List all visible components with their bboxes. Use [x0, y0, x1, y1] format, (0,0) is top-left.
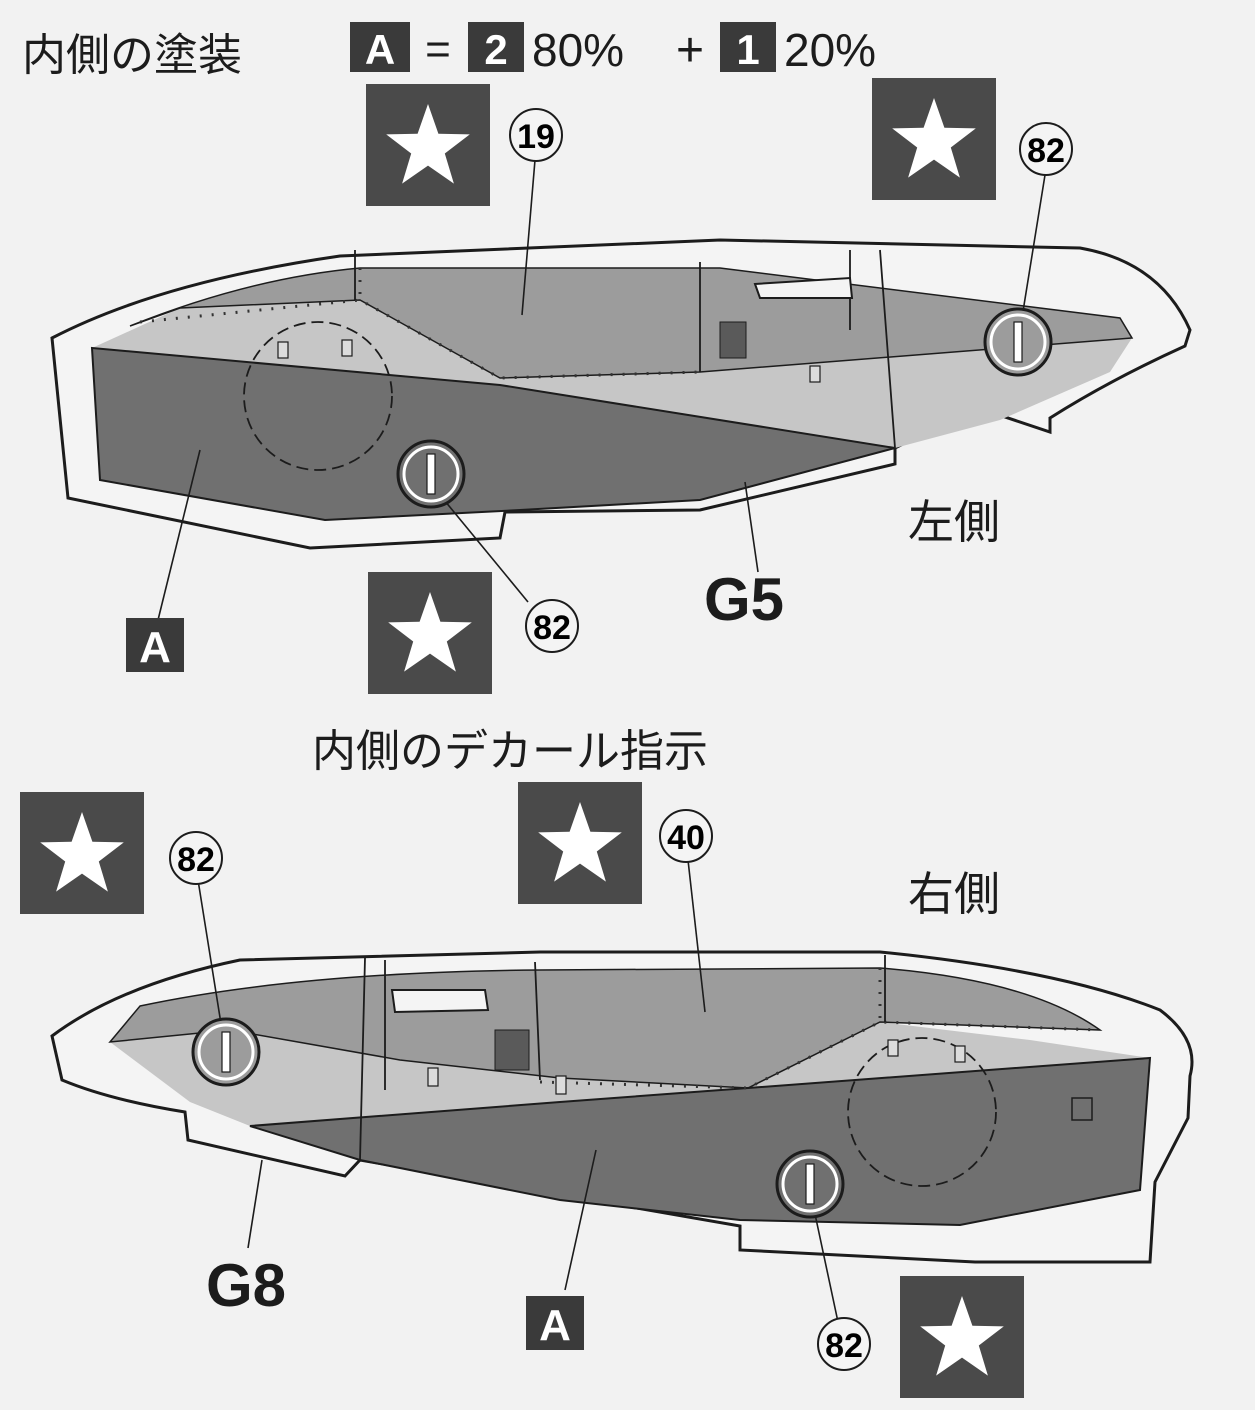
leader-line — [439, 494, 529, 603]
svg-text:19: 19 — [517, 118, 555, 156]
left-roundel-upper — [983, 307, 1053, 377]
svg-text:82: 82 — [533, 609, 571, 647]
component-1-percent: 80% — [532, 24, 624, 76]
part-label-g8: G8 — [206, 1252, 286, 1319]
svg-text:40: 40 — [667, 819, 705, 857]
right-frame-lines — [359, 955, 886, 1161]
instrument-dial-icon — [243, 321, 393, 471]
left-rivet-line — [139, 298, 701, 380]
decal-number-callout: 40 — [659, 809, 713, 863]
part-label-g5: G5 — [704, 566, 784, 633]
decal-star-box — [20, 792, 144, 914]
fitting — [887, 1039, 899, 1057]
decal-star-box — [518, 782, 642, 904]
decal-star-box — [366, 84, 490, 206]
equals-sign: = — [425, 25, 451, 74]
svg-text:82: 82 — [1027, 132, 1065, 170]
component-2-box — [720, 22, 776, 72]
component-1-box — [468, 22, 524, 72]
leader-line — [521, 159, 536, 316]
decal-section-title: 内側のデカール指示 — [312, 726, 708, 777]
decal-number-callout: 82 — [1019, 122, 1073, 176]
paint-formula: A = 2 80% + 1 20% — [350, 22, 876, 77]
leader-line — [687, 859, 706, 1013]
left-roundel-lower — [396, 439, 466, 509]
right-roundel-lower — [775, 1149, 845, 1219]
decal-number-callout: 19 — [509, 108, 563, 162]
instrument-dial-icon — [847, 1037, 997, 1187]
component-2-percent: 20% — [784, 24, 876, 76]
fitting — [427, 1067, 439, 1087]
decal-star-box — [872, 78, 996, 200]
fitting — [341, 339, 353, 357]
leader-line — [157, 449, 201, 621]
leader-line — [811, 1199, 839, 1323]
decal-star-box — [900, 1276, 1024, 1398]
left-frame-lines — [354, 249, 896, 449]
leader-line — [1019, 174, 1046, 331]
left-grille — [719, 321, 747, 359]
decal-star-box — [368, 572, 492, 694]
decal-number-callout: 82 — [817, 1317, 871, 1371]
paint-section-title: 内側の塗装 — [22, 30, 242, 81]
fitting — [1071, 1097, 1093, 1121]
svg-text:A: A — [539, 1301, 571, 1350]
decal-number-callout: 82 — [525, 599, 579, 653]
right-panel — [50, 859, 1194, 1323]
right-grille — [494, 1029, 530, 1071]
svg-text:A: A — [139, 623, 171, 672]
left-panel-dark-area — [90, 346, 896, 522]
svg-text:82: 82 — [177, 841, 215, 879]
component-2-code: 1 — [736, 26, 759, 73]
fitting — [954, 1045, 966, 1063]
svg-text:82: 82 — [825, 1327, 863, 1365]
left-window — [753, 276, 854, 299]
paint-code-badge: A — [126, 618, 184, 672]
right-roundel-left — [191, 1017, 261, 1087]
paint-code-badge: A — [526, 1296, 584, 1350]
fitting — [555, 1075, 567, 1095]
leader-line — [564, 1149, 597, 1291]
paint-code-box — [350, 22, 410, 72]
left-side-label: 左側 — [908, 495, 1000, 549]
paint-code-letter: A — [365, 26, 395, 73]
right-side-label: 右側 — [908, 867, 1000, 921]
plus-sign: + — [676, 24, 704, 77]
right-panel-dark-area — [249, 1056, 1152, 1227]
fitting — [809, 365, 821, 383]
component-1-code: 2 — [484, 26, 507, 73]
leader-line — [247, 1159, 263, 1249]
left-panel — [50, 159, 1192, 621]
decal-number-callout: 82 — [169, 831, 223, 885]
leader-line — [744, 481, 759, 573]
right-window — [390, 989, 490, 1014]
left-panel-mid-area — [129, 267, 1134, 379]
fitting — [277, 341, 289, 359]
leader-line — [197, 879, 223, 1031]
left-panel-light-band — [92, 300, 1132, 448]
